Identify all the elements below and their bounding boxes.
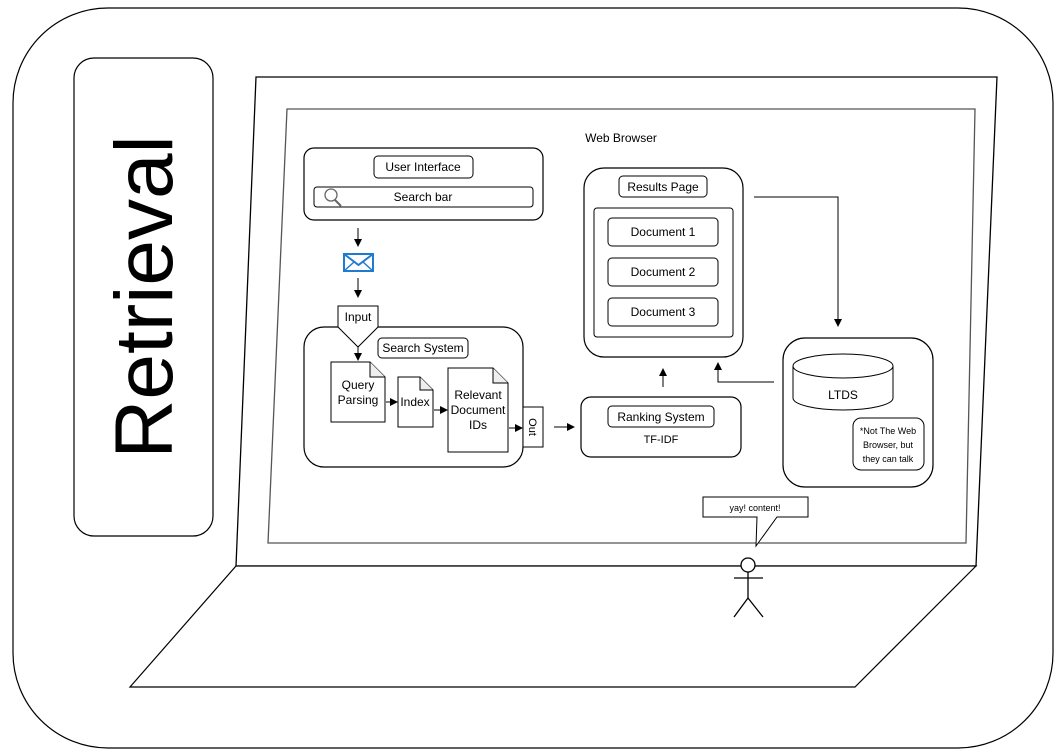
speech-bubble-text: yay! content! [729, 503, 780, 513]
search-icon [324, 188, 342, 207]
laptop-base [128, 565, 978, 688]
input-connector [337, 305, 379, 348]
ranking-system-label-box [607, 405, 715, 428]
relevant-ids-line-1: Relevant [454, 388, 502, 402]
ltds-note-line-2: Browser, but [863, 440, 914, 450]
retrieval-title: Retrieval [99, 135, 190, 459]
search-system-label: Search System [382, 341, 463, 355]
retrieval-label-box [73, 57, 214, 537]
results-page-label: Results Page [627, 180, 699, 194]
out-connector [522, 406, 544, 448]
index-document [397, 376, 434, 428]
index-label: Index [400, 395, 429, 409]
document-1-label: Document 1 [631, 225, 696, 239]
web-browser-label: Web Browser [585, 131, 657, 145]
document-2-label: Document 2 [631, 265, 696, 279]
out-label: Out [526, 418, 538, 436]
document-2[interactable]: Document 2 [607, 257, 719, 287]
speech-bubble [702, 496, 809, 548]
results-page-label-box [618, 175, 708, 198]
search-bar[interactable] [313, 186, 534, 208]
relevant-ids-document [447, 367, 509, 453]
ranking-system-label: Ranking System [617, 410, 704, 424]
ltds-note-box [852, 417, 925, 471]
search-system-label-box [377, 337, 469, 359]
relevant-ids-line-3: IDs [469, 418, 487, 432]
search-bar-text: Search bar [394, 190, 453, 204]
arrow-ltds-to-results [714, 362, 774, 383]
ltds-note-line-3: they can talk [863, 454, 914, 464]
query-parsing-line-2: Parsing [338, 393, 379, 407]
document-1[interactable]: Document 1 [607, 217, 719, 247]
ltds-label: LTDS [828, 388, 858, 402]
arrow-results-to-ltds [754, 196, 842, 327]
ltds-note-line-1: *Not The Web [860, 426, 916, 436]
user-interface-label-box [373, 155, 474, 179]
ranking-method: TF-IDF [644, 434, 679, 446]
database-icon [792, 353, 894, 411]
envelope-icon [343, 253, 374, 272]
user-stick-figure-icon [733, 557, 764, 618]
relevant-ids-line-2: Document [451, 403, 506, 417]
document-3-label: Document 3 [631, 305, 696, 319]
document-3[interactable]: Document 3 [607, 297, 719, 327]
user-interface-label: User Interface [385, 160, 461, 174]
input-label: Input [345, 310, 372, 324]
query-parsing-line-1: Query [342, 378, 375, 392]
query-parsing-document [330, 361, 386, 423]
